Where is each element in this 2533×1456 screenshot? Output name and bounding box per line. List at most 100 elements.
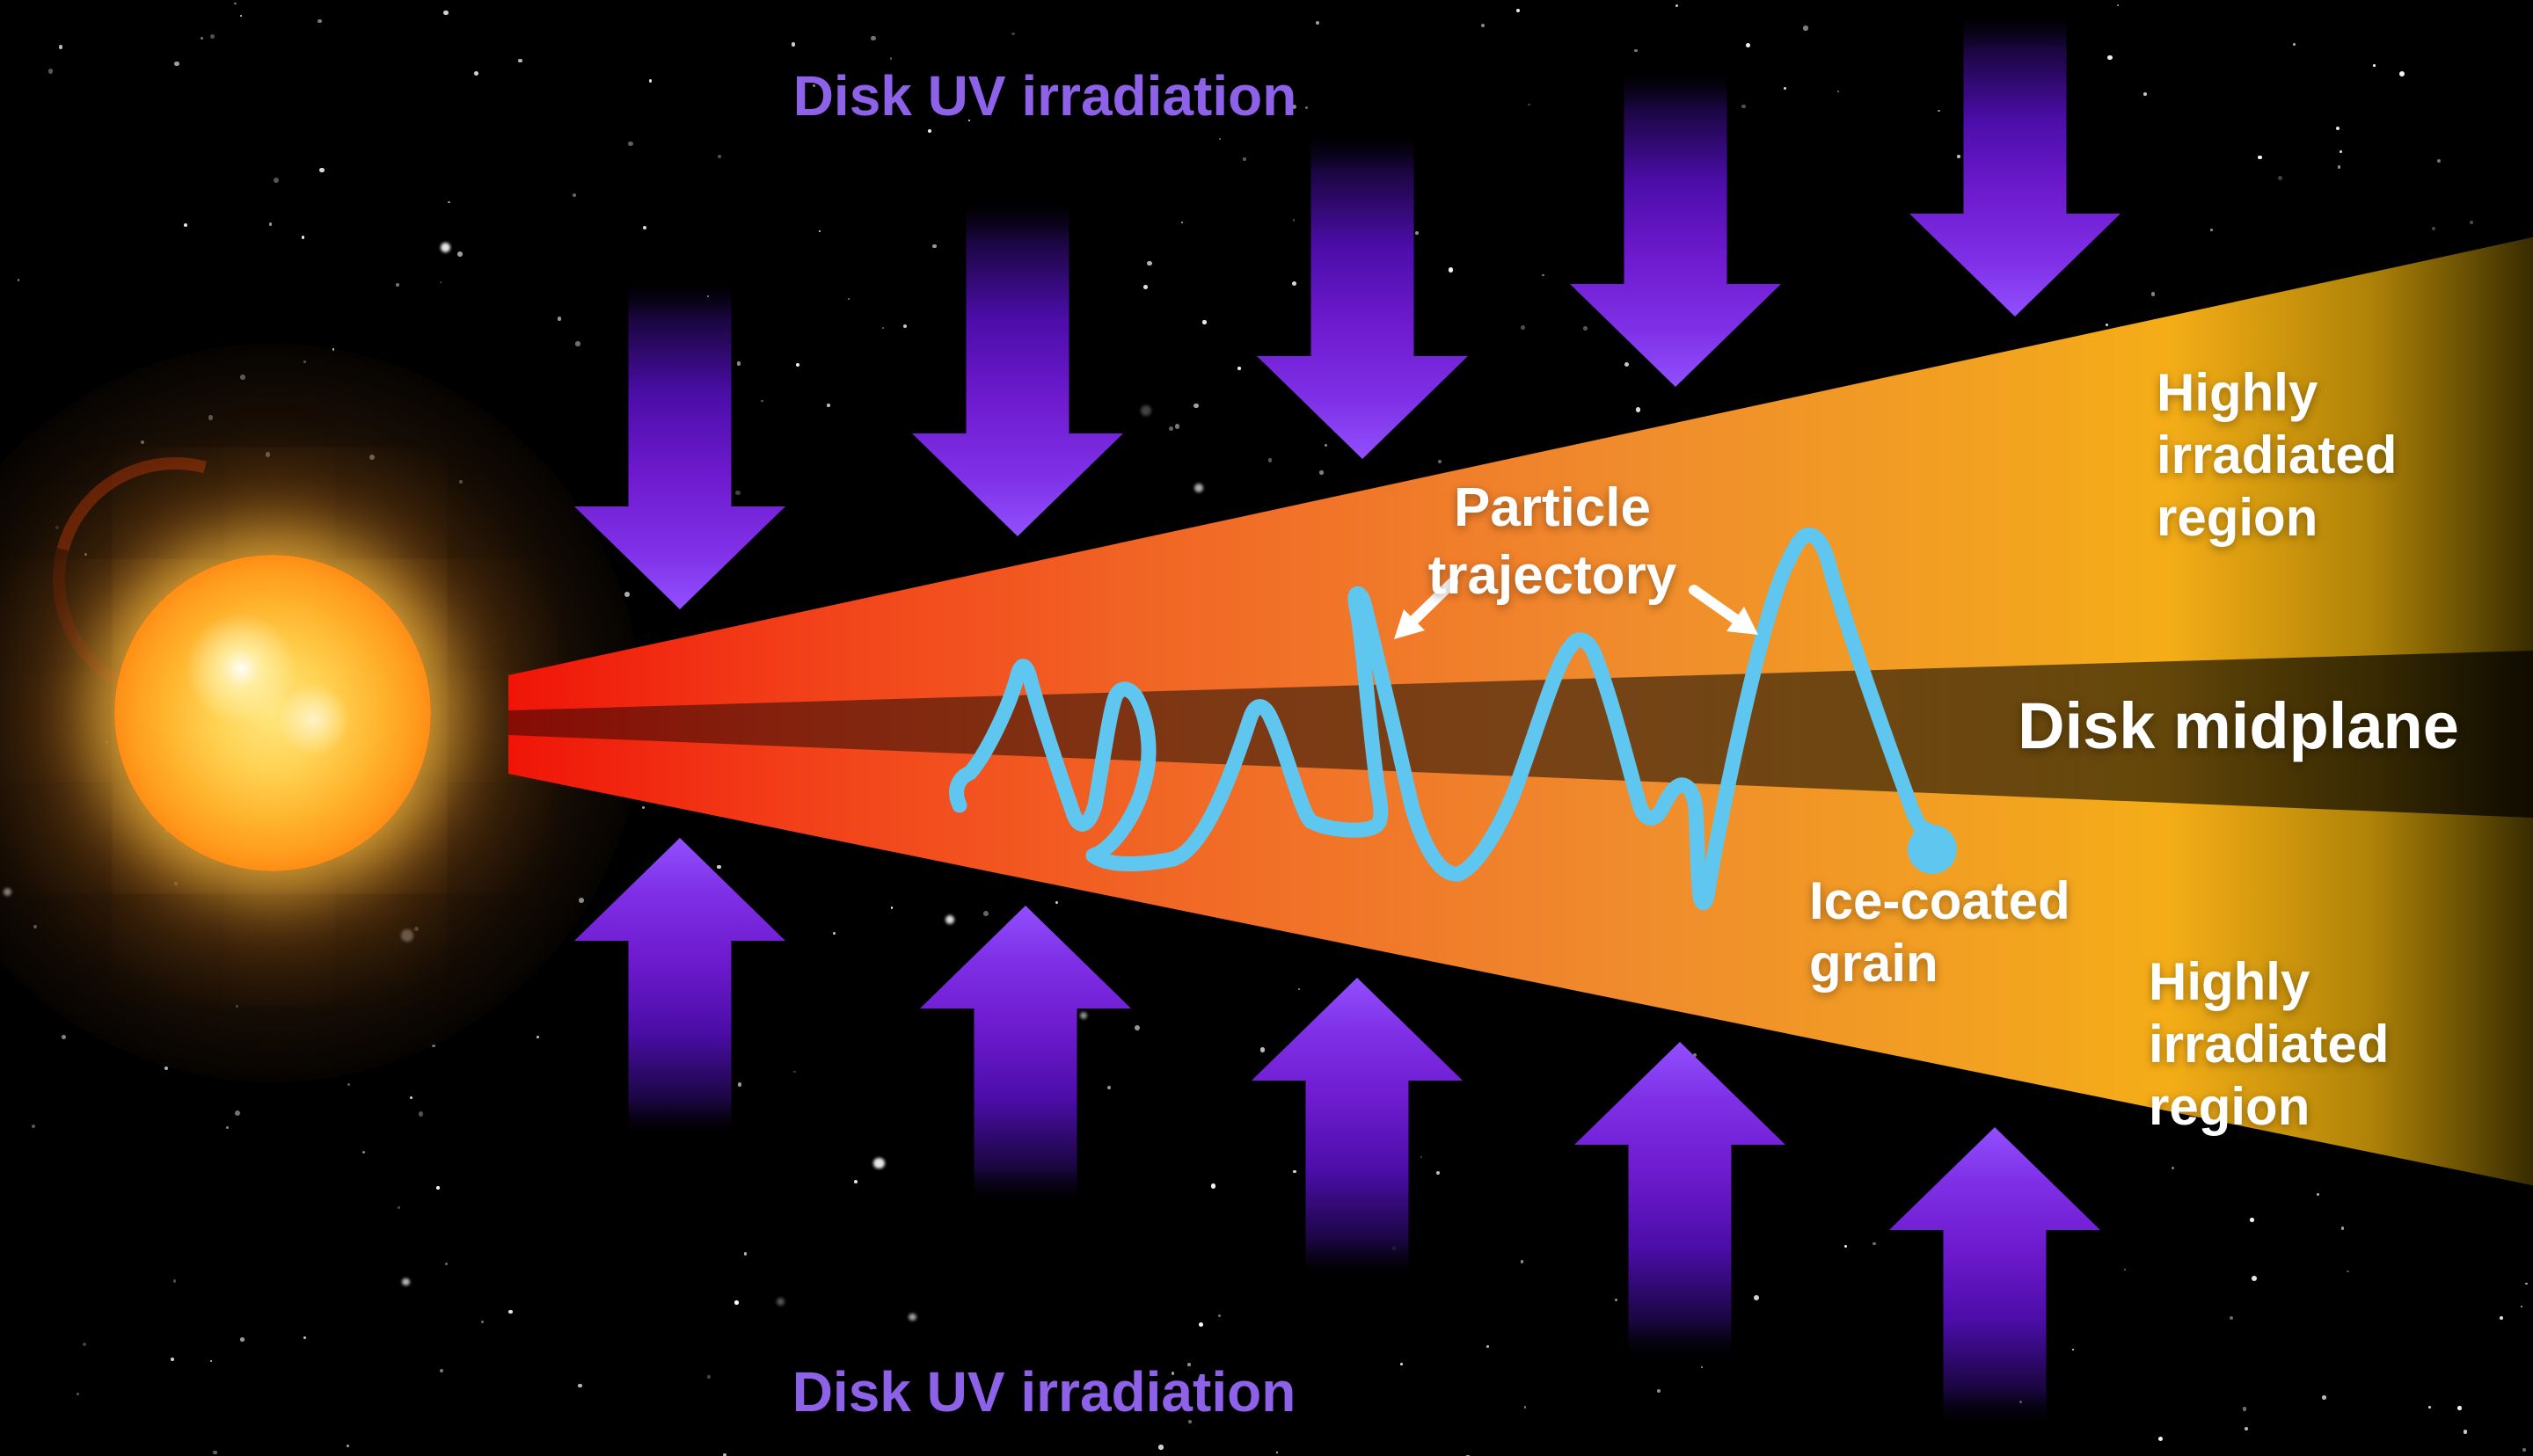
sun-icon [114,555,431,871]
star [209,1359,213,1362]
star [1448,267,1454,273]
star [1055,901,1058,904]
star [2071,1348,2075,1351]
star [2107,55,2113,61]
star [1582,325,1588,331]
star [557,316,562,321]
star [2210,229,2213,231]
star [1692,1053,1697,1058]
star [1218,137,1222,140]
star [61,1035,66,1040]
star [776,1297,785,1307]
star [1480,24,1485,28]
star [1420,1155,1422,1158]
star [234,2,237,5]
star [795,362,800,368]
star [2337,164,2341,169]
star [2158,1437,2164,1442]
star [1836,91,1839,93]
star [1106,1085,1111,1090]
particle-trajectory-path [949,527,1934,911]
label-ice-coated-grain: Ice-coated grain [1809,871,2070,993]
star [717,864,721,870]
star [2463,1430,2468,1435]
star [1465,1454,1471,1456]
star [448,200,450,203]
star [2150,292,2156,296]
star [1293,1169,1296,1173]
star [2520,1306,2523,1308]
uv-arrow-up-1 [574,838,785,1136]
uv-arrow-up-2 [920,906,1131,1203]
star [1186,1363,1191,1366]
uv-arrow-down-2 [912,200,1123,536]
star [2292,42,2296,46]
label-particle-line2: trajectory [1427,544,1677,606]
star [1237,367,1241,370]
star [173,61,179,67]
star [818,230,821,233]
star [833,932,836,935]
star [1528,103,1530,106]
label-particle-line1: Particle [1453,477,1652,538]
star [909,1313,916,1321]
star [1700,1365,1703,1369]
star [518,58,522,63]
star [226,1126,230,1130]
star [1291,280,1296,286]
star [641,805,645,809]
star [1515,8,1521,13]
star [2437,159,2442,164]
star [1746,42,1751,48]
star [183,222,188,228]
star [347,1445,349,1447]
star [1803,25,1808,31]
star [1175,424,1180,429]
uv-arrow-up-5 [1889,1127,2100,1424]
star [1635,407,1641,413]
star [1297,987,1301,991]
star [945,915,955,924]
star [164,1066,169,1071]
star [2172,1167,2175,1170]
star [1415,231,1419,235]
star [2258,155,2262,159]
star [968,119,971,121]
star [1675,4,1678,8]
star [1147,260,1152,266]
star [890,906,894,909]
star [718,155,722,159]
label-disk-midplane: Disk midplane [2018,689,2459,762]
disk-edge-vignette [508,237,2533,1185]
star [1218,1314,1222,1317]
uv-arrow-down-3 [1257,132,1468,459]
star [1141,405,1152,417]
star [418,1111,424,1117]
star [1542,273,1544,277]
star [648,79,653,83]
star [1243,157,1247,162]
star [736,361,741,367]
star [1315,20,1319,25]
uv-arrow-down-4 [1570,70,1781,387]
star [439,280,442,284]
star [474,71,479,76]
star [2347,1270,2349,1273]
star [1158,1445,1164,1450]
star [409,1096,412,1100]
star [1436,1171,1441,1176]
star [628,141,633,146]
star [2373,63,2376,67]
label-disk-uv-irradiation-top: Disk UV irradiation [792,64,1297,127]
star [1183,105,1187,109]
star [2499,1316,2503,1321]
star [812,84,815,88]
star [2457,1406,2462,1410]
star [47,68,54,74]
star [2277,175,2283,181]
star [361,1150,365,1154]
star [2469,220,2474,224]
star [347,1083,351,1087]
